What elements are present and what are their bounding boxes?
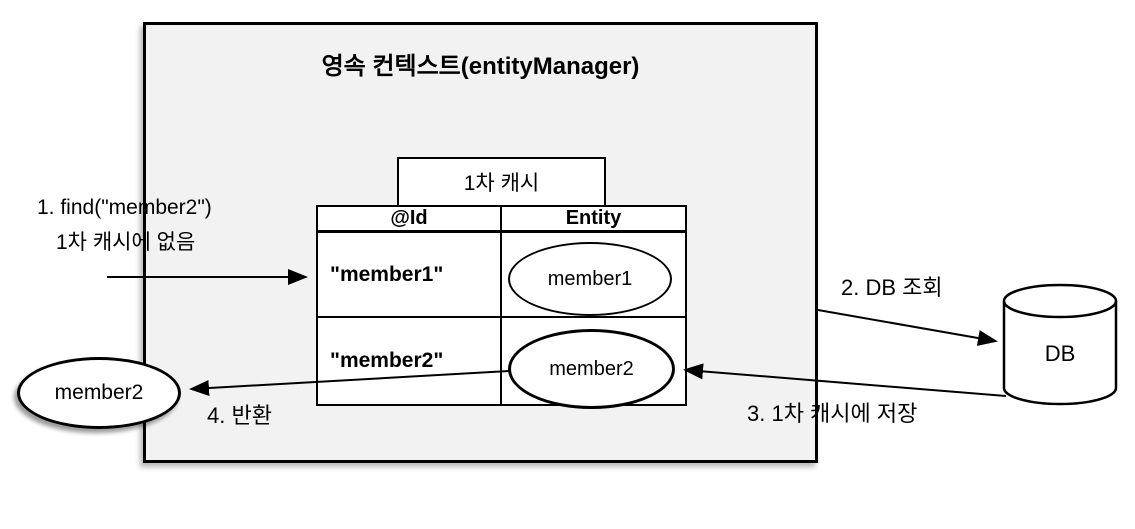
step2-label: 2. DB 조회	[841, 275, 943, 300]
entity-label-member2: member2	[549, 357, 634, 380]
returned-entity-ellipse: member2	[17, 357, 181, 429]
entity-ellipse-member2: member2	[508, 329, 675, 409]
persistence-context-title: 영속 컨텍스트(entityManager)	[321, 53, 640, 80]
first-level-cache-label: 1차 캐시	[463, 172, 540, 195]
entity-ellipse-member1: member1	[508, 242, 672, 316]
database-cylinder-icon: DB	[1001, 283, 1119, 407]
table-cell-id-member2: "member2"	[318, 318, 502, 404]
entity-label-member1: member1	[547, 267, 633, 290]
table-header-id: @Id	[318, 207, 502, 233]
step4-label: 4. 반환	[207, 403, 272, 428]
returned-entity-label: member2	[54, 381, 144, 404]
table-cell-entity-member1	[502, 233, 685, 318]
arrow-2-db-query	[817, 309, 998, 346]
step1-label: 1. find("member2")	[37, 196, 212, 219]
database-label: DB	[1044, 341, 1076, 366]
table-header-entity: Entity	[502, 207, 685, 233]
step3-label: 3. 1차 캐시에 저장	[747, 401, 918, 426]
first-level-cache-label-box: 1차 캐시	[397, 157, 606, 207]
table-cell-id-member1: "member1"	[318, 233, 502, 318]
step1-sublabel: 1차 캐시에 없음	[56, 231, 196, 254]
